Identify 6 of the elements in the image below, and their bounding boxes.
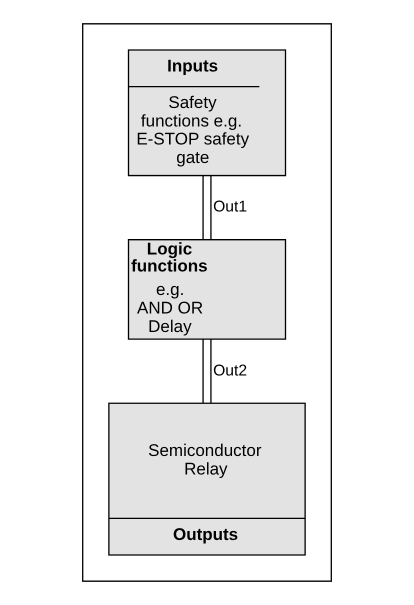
connector bbox=[202, 339, 212, 403]
connector bbox=[202, 176, 212, 240]
edge-label: Out2 bbox=[213, 362, 248, 380]
node-box: Logic functions e.g. AND OR Delay bbox=[128, 239, 286, 340]
cluster bbox=[82, 23, 332, 582]
edge-label: Out1 bbox=[213, 198, 248, 216]
